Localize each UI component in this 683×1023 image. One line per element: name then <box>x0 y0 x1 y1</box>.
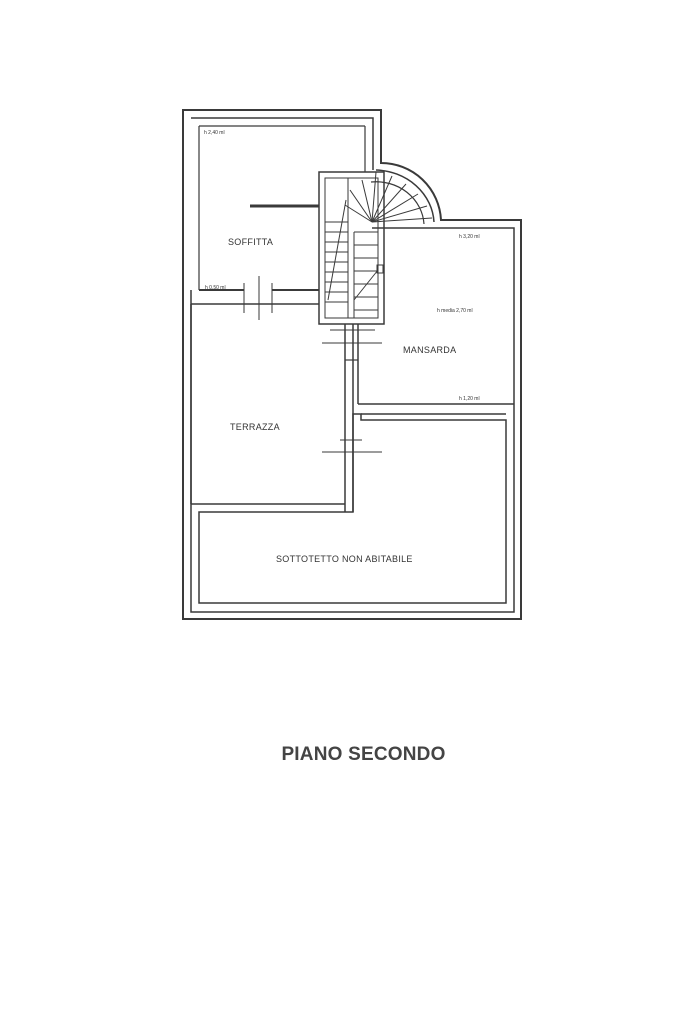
stair-handrail-mark <box>376 264 384 274</box>
height-note-mansarda-mid: h media 2,70 ml <box>437 308 473 314</box>
room-label-sottotetto: SOTTOTETTO NON ABITABILE <box>276 554 413 564</box>
height-note-soffitta-top: h 2,40 ml <box>204 130 225 136</box>
spiral-stair-outer-arc <box>375 169 435 223</box>
height-note-soffitta-bottom: h 0,50 ml <box>205 285 226 291</box>
room-label-mansarda: MANSARDA <box>403 345 456 355</box>
outer-wall-outline <box>182 109 522 620</box>
spiral-stair-treads <box>344 171 433 223</box>
stairwell-outer <box>318 171 385 325</box>
room-label-terrazza: TERRAZZA <box>230 422 280 432</box>
stairwell-inner <box>324 177 379 319</box>
floor-title: PIANO SECONDO <box>281 744 446 765</box>
sottotetto-inner-outline <box>198 413 507 604</box>
height-note-mansarda-bottom: h 1,20 ml <box>459 396 480 402</box>
room-label-soffitta: SOFFITTA <box>228 237 273 247</box>
height-note-mansarda-top: h 3,20 ml <box>459 234 480 240</box>
spiral-stair-inner-arc <box>370 181 425 225</box>
stair-treads <box>325 178 379 318</box>
